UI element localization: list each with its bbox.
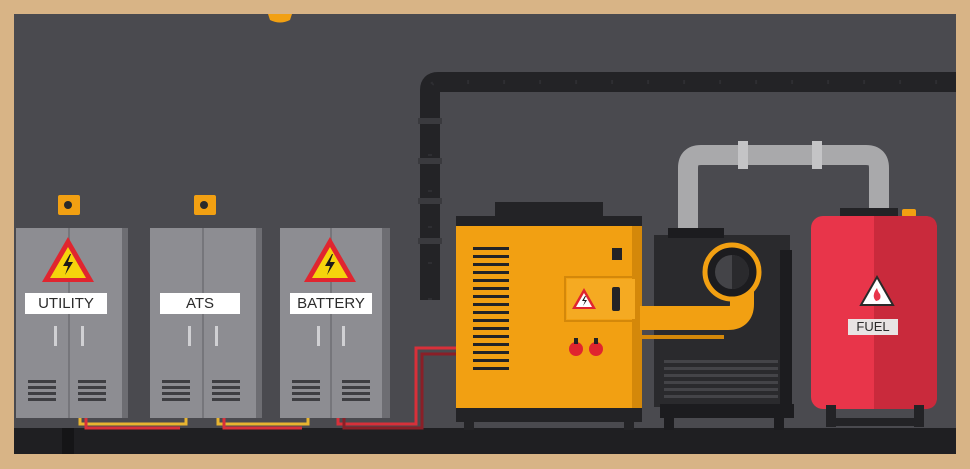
fuel-pipe <box>678 141 889 235</box>
floor <box>14 428 956 454</box>
cabinet-label-utility: UTILITY <box>25 293 107 314</box>
cabinet-battery <box>280 228 390 418</box>
conduit-pipe <box>418 72 956 300</box>
fuel-tank <box>811 208 937 427</box>
cabinet-ats <box>150 195 262 418</box>
cabinet-label-ats: ATS <box>160 293 240 314</box>
wires <box>78 346 456 430</box>
generator <box>456 202 642 430</box>
floor-post <box>62 428 74 454</box>
engine <box>640 228 794 430</box>
cabinet-utility <box>16 195 128 418</box>
cabinet-label-battery: BATTERY <box>290 293 372 314</box>
ceiling-lamp <box>268 14 292 23</box>
fuel-tank-label: FUEL <box>848 319 898 335</box>
